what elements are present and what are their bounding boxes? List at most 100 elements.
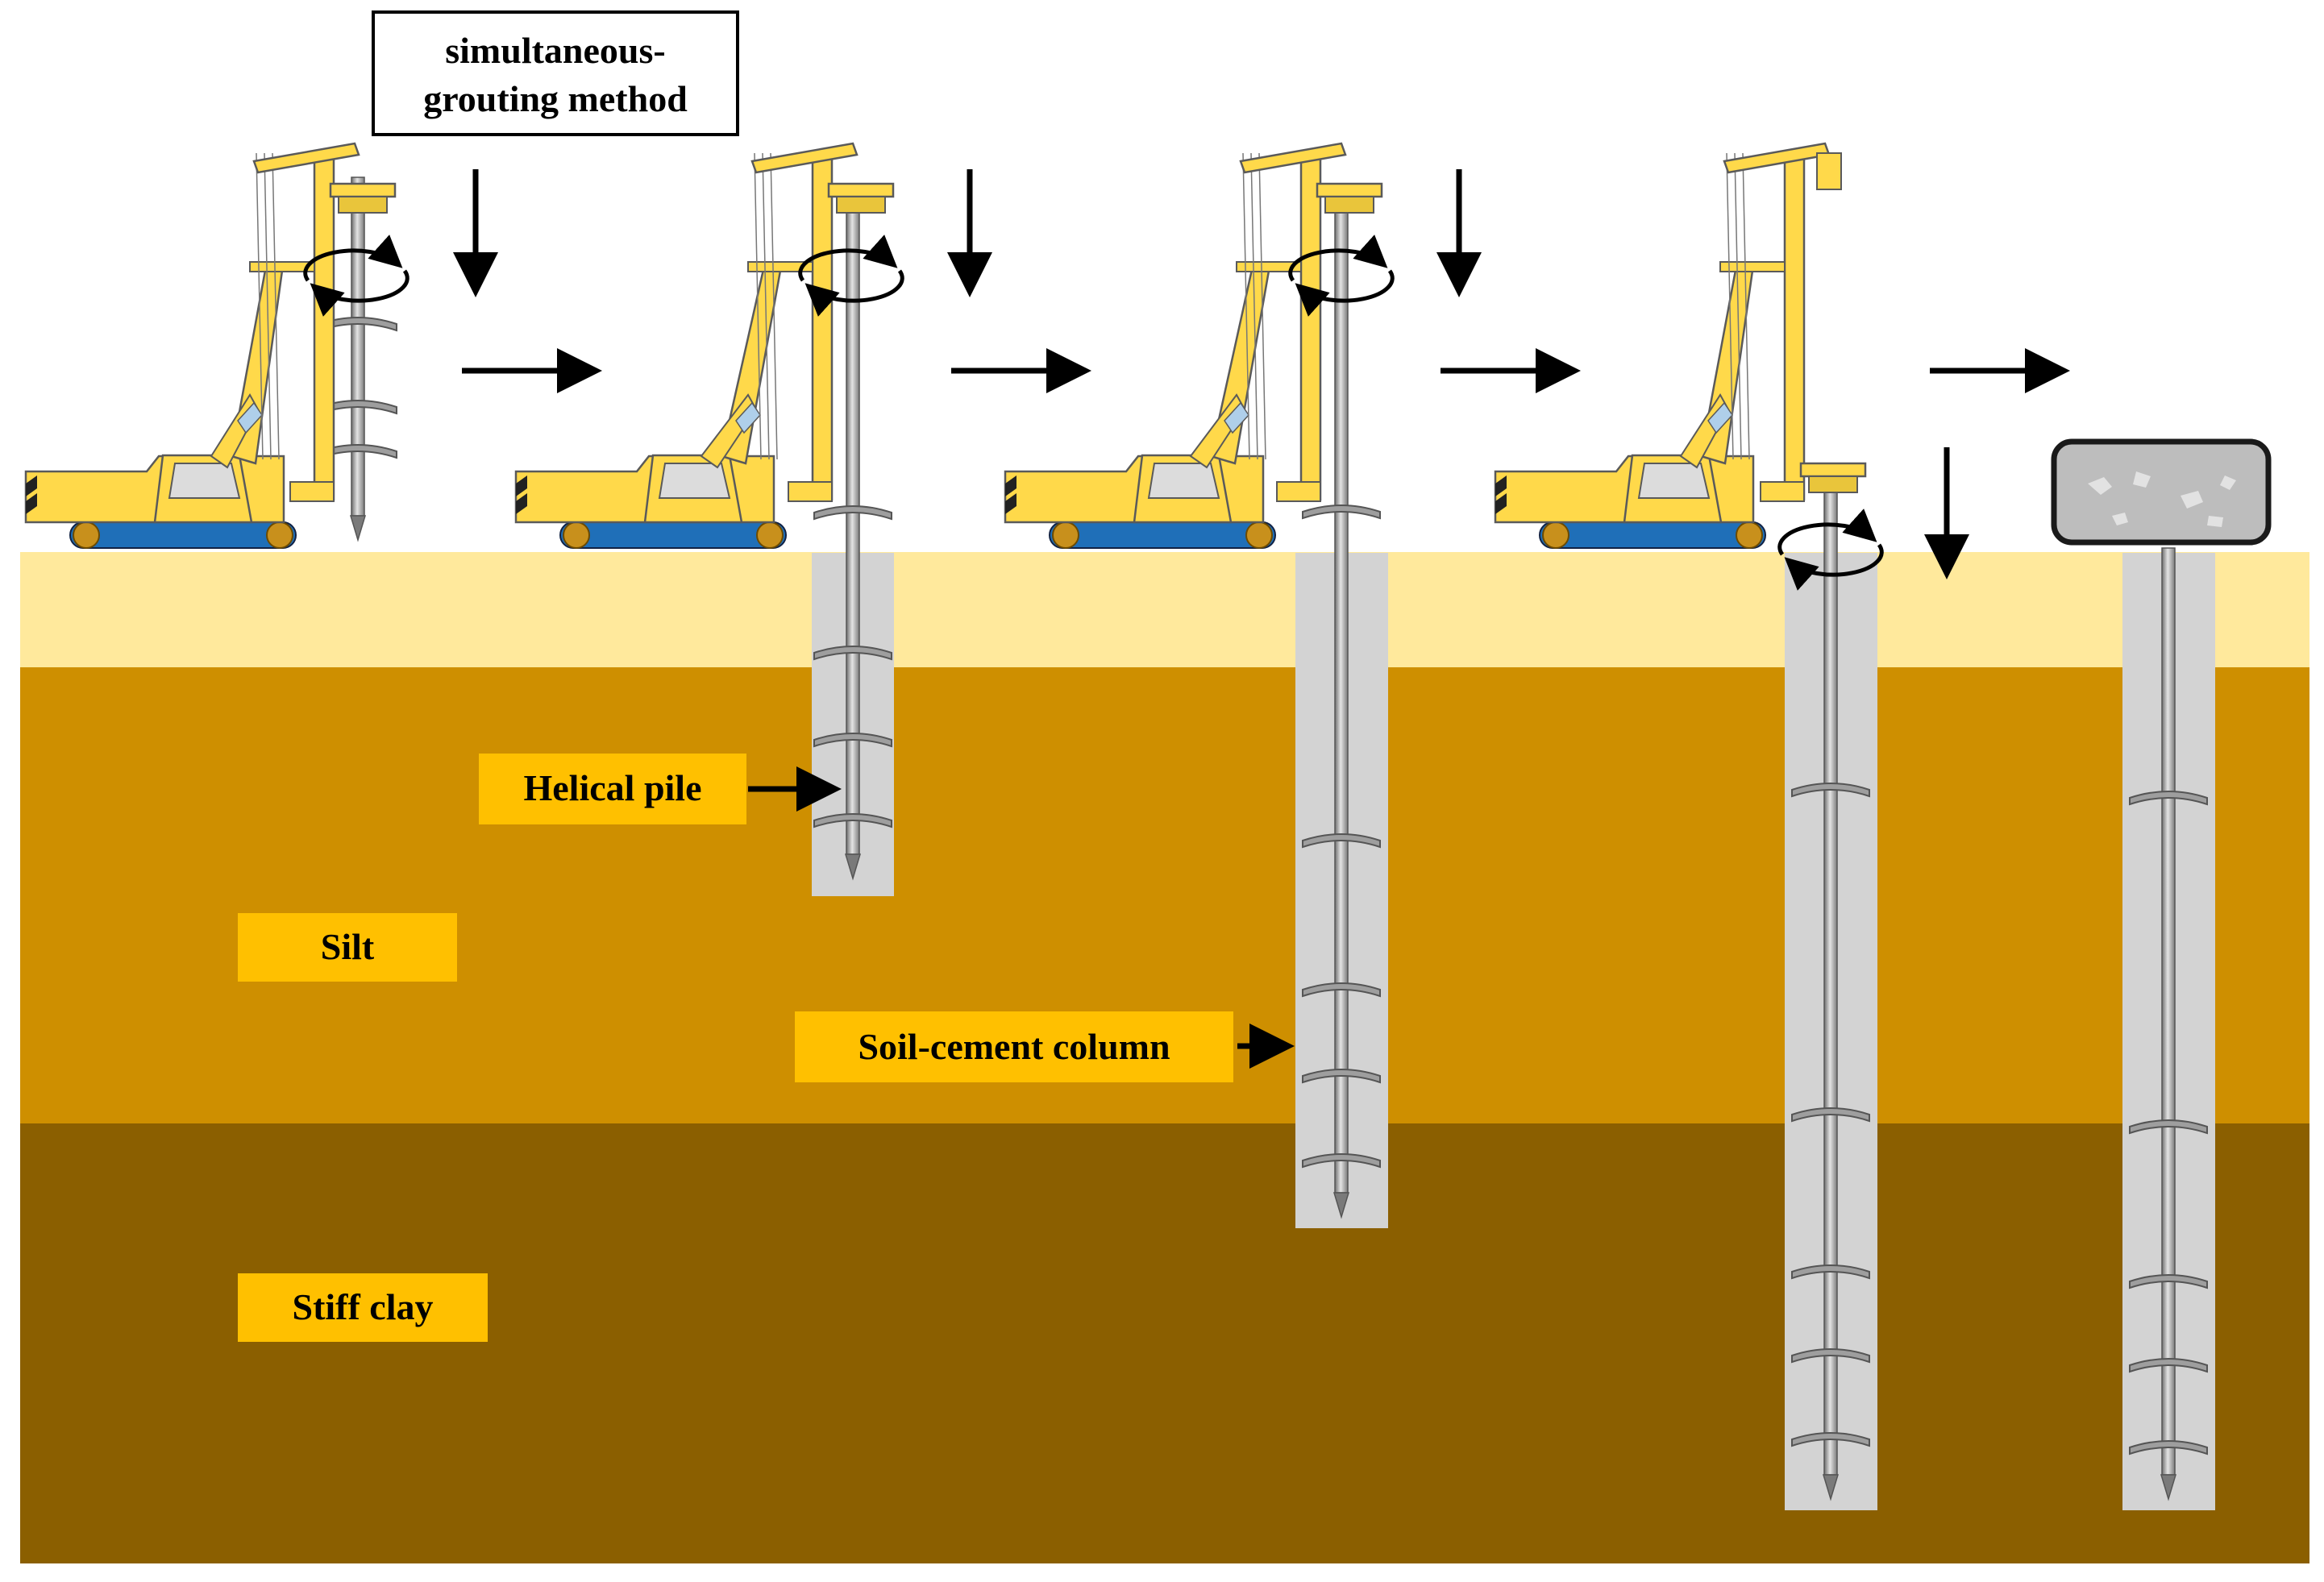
method-box-line-2: grouting method xyxy=(423,78,688,119)
mast-guide xyxy=(1236,261,1302,272)
helix-plate xyxy=(1302,1069,1381,1084)
pile-tip xyxy=(1332,1192,1350,1219)
cab-window xyxy=(658,463,731,499)
mast-crown xyxy=(1239,142,1347,174)
helix-plate xyxy=(2129,1274,2208,1289)
drill-rig-stage-2 xyxy=(514,142,895,549)
helix-plate xyxy=(813,505,892,521)
helical-pile-stage-1 xyxy=(318,176,397,542)
downward-arrows xyxy=(453,169,1969,579)
helix-plate xyxy=(813,733,892,748)
silt-label: Silt xyxy=(238,913,457,982)
rotation-arrow-stage-2 xyxy=(798,235,904,317)
helical-pile-label: Helical pile xyxy=(479,754,842,824)
rotary-drive-head xyxy=(1799,462,1867,478)
drill-rigs xyxy=(24,142,1867,549)
rig-cable xyxy=(256,152,264,460)
rotary-drive-head xyxy=(827,182,895,198)
rig-cable xyxy=(1742,152,1750,460)
helical-piles xyxy=(318,176,2208,1501)
helix-plate xyxy=(1302,1153,1381,1169)
mast-guide xyxy=(1719,261,1786,272)
mast-guide xyxy=(249,261,315,272)
soil-cement-column-label-text: Soil-cement column xyxy=(858,1026,1170,1067)
crawler-track xyxy=(1539,521,1766,549)
drill-rig-stage-1 xyxy=(24,142,397,549)
hazard-stripes xyxy=(516,475,527,514)
pile-tip xyxy=(844,853,862,881)
helix-plate xyxy=(813,813,892,828)
mast-foot xyxy=(289,481,335,502)
helix-plate xyxy=(1791,1348,1870,1364)
helix-plate xyxy=(2129,1440,2208,1455)
rig-cable xyxy=(264,152,272,460)
mast-foot xyxy=(788,481,833,502)
pile-tip xyxy=(349,515,367,542)
rotation-arrow-stage-1 xyxy=(303,235,410,317)
rig-cable xyxy=(770,152,778,460)
soil-cement-column-label: Soil-cement column xyxy=(795,1011,1295,1082)
helix-plate xyxy=(1791,783,1870,798)
rig-cable xyxy=(1258,152,1266,460)
mast-foot xyxy=(1760,481,1805,502)
pile-cap xyxy=(2051,438,2272,546)
track-wheel xyxy=(1245,521,1273,549)
rig-cable xyxy=(754,152,762,460)
mast-crown xyxy=(252,142,360,174)
helix-plate xyxy=(2129,1358,2208,1373)
drive-head-body xyxy=(836,196,886,214)
leader-mast xyxy=(1299,152,1322,501)
track-wheel xyxy=(1736,521,1763,549)
rig-cable xyxy=(1726,152,1734,460)
crawler-track xyxy=(559,521,787,549)
cab-window xyxy=(1147,463,1220,499)
leader-mast xyxy=(1783,152,1806,501)
hazard-stripes xyxy=(26,475,37,514)
leader-mast xyxy=(313,152,335,501)
helix-plate xyxy=(318,400,397,415)
helix-plate xyxy=(1791,1107,1870,1123)
rotation-arrow-stage-3 xyxy=(1288,235,1395,317)
stiff-clay-label: Stiff clay xyxy=(238,1273,488,1342)
helical-pile-stage-5 xyxy=(2129,547,2208,1501)
cab-window xyxy=(1637,463,1711,499)
helical-pile-stage-2 xyxy=(813,209,892,881)
silt-label-text: Silt xyxy=(321,926,375,967)
retracted-hook xyxy=(1816,152,1842,190)
drill-rig-stage-4 xyxy=(1494,142,1867,549)
helix-plate xyxy=(318,444,397,459)
drive-head-body xyxy=(1808,475,1858,493)
cab-window xyxy=(168,463,241,499)
helix-plate xyxy=(1302,504,1381,520)
track-wheel xyxy=(756,521,784,549)
mast-foot xyxy=(1276,481,1321,502)
helical-pile-stage-3 xyxy=(1302,209,1381,1219)
pile-tip xyxy=(2160,1474,2177,1501)
rig-cable xyxy=(272,152,280,460)
track-wheel xyxy=(266,521,293,549)
rotary-drive-head xyxy=(1316,182,1383,198)
track-wheel xyxy=(1052,521,1079,549)
rotary-drive-head xyxy=(329,182,397,198)
helical-pile-stage-4 xyxy=(1791,491,1870,1501)
hazard-stripes xyxy=(1495,475,1507,514)
rig-cable xyxy=(762,152,770,460)
crawler-track xyxy=(69,521,297,549)
helical-pile-label-text: Helical pile xyxy=(523,767,701,808)
mast-guide xyxy=(747,261,813,272)
crawler-track xyxy=(1049,521,1276,549)
helix-plate xyxy=(1791,1264,1870,1280)
helix-plate xyxy=(1302,982,1381,998)
stiff-clay-label-text: Stiff clay xyxy=(292,1286,433,1327)
helix-plate xyxy=(813,646,892,661)
drill-rig-stage-3 xyxy=(1004,142,1383,549)
leader-mast xyxy=(811,152,834,501)
helix-plate xyxy=(318,317,397,332)
rotation-arrow-stage-4 xyxy=(1777,509,1884,591)
drive-head-body xyxy=(338,196,388,214)
stiff-clay-layer xyxy=(20,1123,2309,1563)
rig-cable xyxy=(1242,152,1250,460)
mast-crown xyxy=(1723,142,1831,174)
method-box-line-1: simultaneous- xyxy=(445,30,665,71)
